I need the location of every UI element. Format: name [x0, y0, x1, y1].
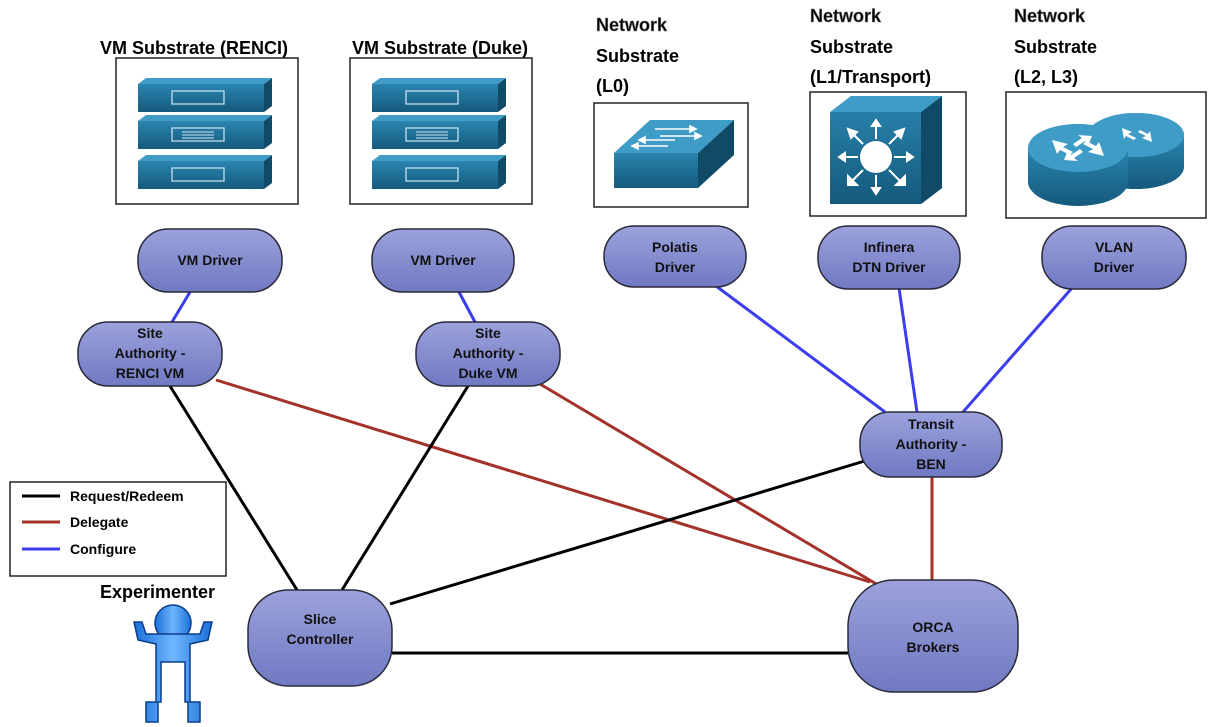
- renci-authority-label-3: RENCI VM: [116, 365, 184, 381]
- configure-link-vm-driver-renci: [170, 291, 192, 323]
- vm-driver-renci[interactable]: VM Driver: [137, 228, 283, 293]
- experimenter-label: Experimenter: [100, 582, 215, 602]
- controller-nodes: Slice Controller ORCA Brokers: [247, 579, 1019, 693]
- site-authority-duke[interactable]: Site Authority - Duke VM: [415, 321, 561, 387]
- net-l0-title-line1: Network: [596, 15, 668, 35]
- router-icon-l23: [1005, 91, 1207, 219]
- legend: Request/Redeem Delegate Configure: [9, 481, 227, 577]
- net-l1-title-line3: (L1/Transport): [810, 67, 931, 87]
- slice-controller-label-1: Slice: [304, 611, 337, 627]
- infinera-dtn-driver[interactable]: Infinera DTN Driver: [817, 225, 961, 290]
- configure-link-polatis: [715, 284, 886, 414]
- polatis-driver[interactable]: Polatis Driver: [603, 225, 747, 288]
- server-stack-icon-duke: [349, 57, 533, 205]
- site-authority-renci[interactable]: Site Authority - RENCI VM: [77, 321, 223, 387]
- vm-driver-duke[interactable]: VM Driver: [371, 228, 515, 293]
- renci-authority-label-1: Site: [137, 325, 163, 341]
- authority-nodes: Site Authority - RENCI VM Site Authority…: [77, 321, 1003, 478]
- request-link-slice-ben: [389, 458, 869, 606]
- duke-authority-label-3: Duke VM: [458, 365, 517, 381]
- legend-label-configure: Configure: [70, 541, 136, 557]
- vlan-driver[interactable]: VLAN Driver: [1041, 225, 1187, 290]
- net-l23-title-line2: Substrate: [1014, 37, 1097, 57]
- infinera-driver-label-1: Infinera: [864, 239, 915, 255]
- slice-controller-label-2: Controller: [287, 631, 354, 647]
- transport-switch-icon-l1: [809, 91, 967, 217]
- vm-driver-renci-label: VM Driver: [177, 252, 243, 268]
- switch-icon-l0: [593, 102, 749, 208]
- ben-authority-label-3: BEN: [916, 456, 946, 472]
- orca-brokers-label-2: Brokers: [907, 639, 960, 655]
- experimenter-person-icon[interactable]: [133, 604, 213, 723]
- configure-link-vlan: [961, 287, 1074, 413]
- vlan-driver-label-1: VLAN: [1095, 239, 1133, 255]
- net-l1-title-line1: Network: [810, 6, 882, 26]
- request-link-slice-renci: [168, 385, 299, 591]
- legend-label-delegate: Delegate: [70, 514, 129, 530]
- configure-links: [170, 284, 1074, 414]
- substrate-titles: VM Substrate (RENCI) VM Substrate (Duke)…: [100, 6, 1097, 96]
- ben-authority-label-1: Transit: [908, 416, 954, 432]
- driver-nodes: VM Driver VM Driver Polatis Driver Infin…: [137, 225, 1187, 293]
- duke-authority-label-1: Site: [475, 325, 501, 341]
- request-link-slice-duke: [340, 385, 470, 591]
- net-l0-title-line3: (L0): [596, 76, 629, 96]
- net-l23-title-line3: (L2, L3): [1014, 67, 1078, 87]
- net-l1-title-line2: Substrate: [810, 37, 893, 57]
- vm-driver-duke-label: VM Driver: [410, 252, 476, 268]
- renci-authority-label-2: Authority -: [115, 345, 186, 361]
- infinera-driver-label-2: DTN Driver: [852, 259, 926, 275]
- vlan-driver-label-2: Driver: [1094, 259, 1135, 275]
- polatis-driver-label-2: Driver: [655, 259, 696, 275]
- configure-link-vm-driver-duke: [457, 291, 477, 323]
- orca-brokers[interactable]: ORCA Brokers: [847, 579, 1019, 693]
- legend-label-request: Request/Redeem: [70, 488, 184, 504]
- delegate-link-renci-orca: [215, 378, 871, 584]
- server-stack-icon-renci: [115, 57, 299, 205]
- polatis-driver-label-1: Polatis: [652, 239, 698, 255]
- vm-substrate-renci-title: VM Substrate (RENCI): [100, 38, 288, 58]
- transit-authority-ben[interactable]: Transit Authority - BEN: [859, 411, 1003, 478]
- configure-link-infinera: [897, 287, 919, 413]
- net-l0-title-line2: Substrate: [596, 46, 679, 66]
- request-links: [168, 385, 869, 655]
- ben-authority-label-2: Authority -: [896, 436, 967, 452]
- net-l23-title-line1: Network: [1014, 6, 1086, 26]
- duke-authority-label-2: Authority -: [453, 345, 524, 361]
- delegate-link-duke-orca: [539, 382, 879, 587]
- vm-substrate-duke-title: VM Substrate (Duke): [352, 38, 528, 58]
- delegate-links: [215, 378, 934, 587]
- slice-controller[interactable]: Slice Controller: [247, 589, 393, 687]
- orca-brokers-label-1: ORCA: [912, 619, 953, 635]
